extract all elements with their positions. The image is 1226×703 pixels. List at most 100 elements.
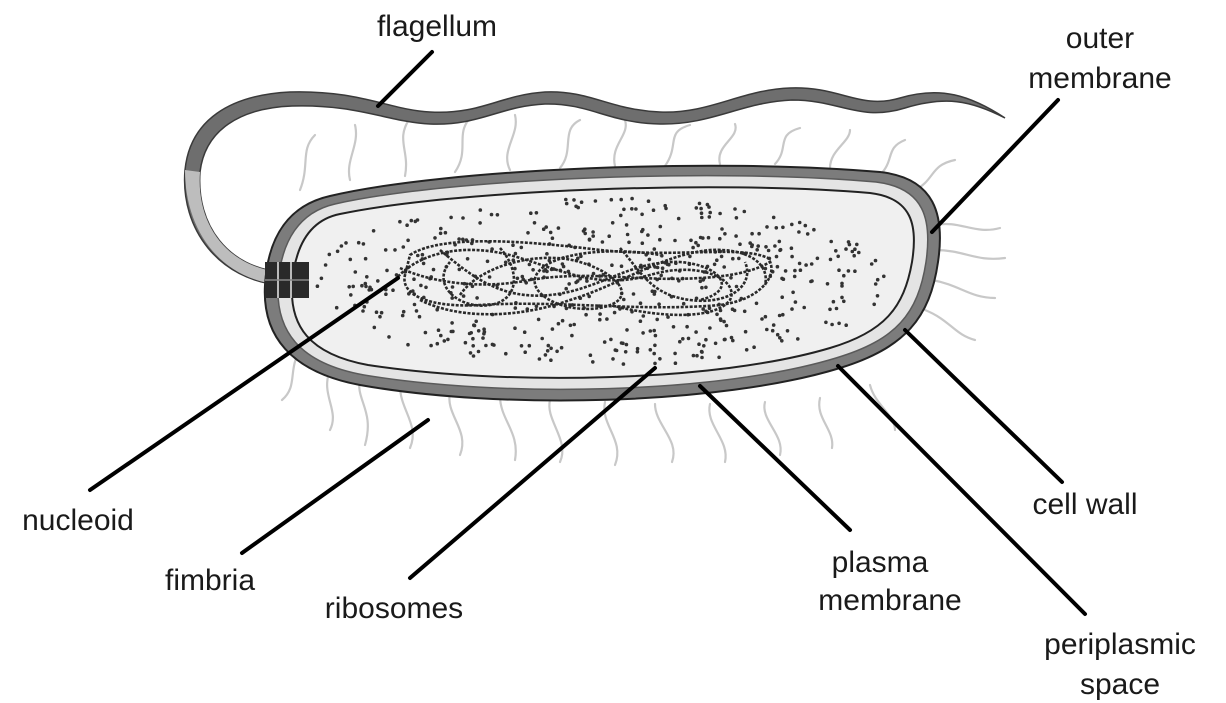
ribosome-dot <box>828 308 832 312</box>
ribosome-dot <box>513 326 517 330</box>
ribosome-dot <box>535 211 539 215</box>
ribosome-dot <box>561 319 565 323</box>
ribosome-dot <box>700 350 704 354</box>
ribosome-dot <box>621 342 625 346</box>
ribosome-dot <box>842 300 846 304</box>
ribosome-dot <box>730 336 734 340</box>
ribosome-dot <box>641 228 645 232</box>
ribosome-dot <box>752 345 756 349</box>
ribosome-dot <box>781 226 785 230</box>
ribosome-dot <box>451 330 455 334</box>
ribosome-dot <box>320 277 324 281</box>
ribosome-dot <box>772 216 776 220</box>
ribosome-dot <box>700 216 704 220</box>
ribosome-dot <box>565 202 569 206</box>
ribosome-dot <box>544 353 548 357</box>
ribosome-dot <box>755 248 759 252</box>
ribosome-dot <box>757 232 761 236</box>
ribosome-dot <box>406 239 410 243</box>
ribosome-dot <box>649 329 653 333</box>
ribosome-dot <box>439 334 443 338</box>
ribosome-dot <box>580 200 584 204</box>
ribosome-dot <box>436 342 440 346</box>
ribosome-dot <box>682 302 686 306</box>
ribosome-dot <box>745 348 749 352</box>
ribosome-dot <box>689 239 693 243</box>
ribosome-dot <box>794 300 798 304</box>
ribosome-dot <box>591 230 595 234</box>
ribosome-dot <box>797 230 801 234</box>
ribosome-dot <box>694 241 698 245</box>
ribosome-dot <box>472 354 476 358</box>
ribosome-dot <box>446 338 450 342</box>
ribosome-dot <box>555 350 559 354</box>
ribosome-dot <box>666 315 670 319</box>
flagellum-leader <box>378 52 432 106</box>
ribosome-dot <box>882 275 886 279</box>
ribosome-dot <box>764 315 768 319</box>
ribosome-dot <box>504 352 508 356</box>
ribosome-dot <box>847 269 851 273</box>
outer-membrane-leader <box>932 100 1058 232</box>
ribosome-dot <box>538 357 542 361</box>
ribosome-dot <box>700 286 704 290</box>
ribosome-dot <box>551 236 555 240</box>
ribosome-dot <box>874 259 878 263</box>
ribosome-dot <box>798 262 802 266</box>
ribosome-dot <box>469 351 473 355</box>
ribosome-dot <box>450 321 454 325</box>
ribosome-dot <box>738 242 742 246</box>
plasma-membrane-leader <box>700 386 850 530</box>
ribosome-dot <box>708 215 712 219</box>
fimbria-leader <box>242 420 428 553</box>
ribosome-dot <box>855 243 859 247</box>
ribosome-dot <box>591 360 595 364</box>
ribosome-dot <box>385 269 389 273</box>
ribosome-dot <box>361 309 365 313</box>
ribosome-dot <box>655 318 659 322</box>
ribosome-dot <box>653 290 657 294</box>
ribosome-dot <box>528 344 532 348</box>
ribosome-dot <box>829 240 833 244</box>
ribosome-dot <box>351 285 355 289</box>
ribosome-dot <box>692 354 696 358</box>
ribosome-dot <box>722 320 726 324</box>
ribosome-dot <box>707 236 711 240</box>
ribosome-dot <box>609 338 613 342</box>
ribosome-dot <box>451 285 455 289</box>
ribosome-dot <box>793 269 797 273</box>
label-ribosomes: ribosomes <box>325 592 463 625</box>
ribosome-dot <box>472 323 476 327</box>
ribosome-dot <box>691 246 695 250</box>
ribosome-dot <box>328 253 332 257</box>
ribosome-dot <box>678 340 682 344</box>
ribosome-dot <box>658 357 662 361</box>
ribosome-dot <box>824 321 828 325</box>
label-plasma-membrane-line1: plasma <box>832 546 929 579</box>
ribosome-dot <box>376 279 380 283</box>
ribosome-dot <box>384 292 388 296</box>
ribosome-dot <box>796 337 800 341</box>
ribosome-dot <box>790 307 794 311</box>
ribosome-dot <box>589 353 593 357</box>
ribosome-dot <box>695 354 699 358</box>
ribosome-dot <box>529 211 533 215</box>
ribosome-dot <box>574 281 578 285</box>
ribosome-dot <box>851 250 855 254</box>
ribosome-dot <box>672 325 676 329</box>
plasma-membrane <box>292 187 914 378</box>
ribosome-dot <box>708 211 712 215</box>
label-plasma-membrane-line2: membrane <box>818 584 961 617</box>
ribosome-dot <box>475 296 479 300</box>
ribosome-dot <box>700 356 704 360</box>
ribosome-dot <box>776 265 780 269</box>
ribosome-dot <box>520 344 524 348</box>
ribosome-dot <box>634 207 638 211</box>
ribosome-dot <box>810 262 814 266</box>
ribosome-dot <box>812 228 816 232</box>
ribosome-dot <box>484 344 488 348</box>
ribosome-dot <box>564 198 568 202</box>
ribosome-dot <box>735 216 739 220</box>
ribosome-dot <box>514 306 518 310</box>
